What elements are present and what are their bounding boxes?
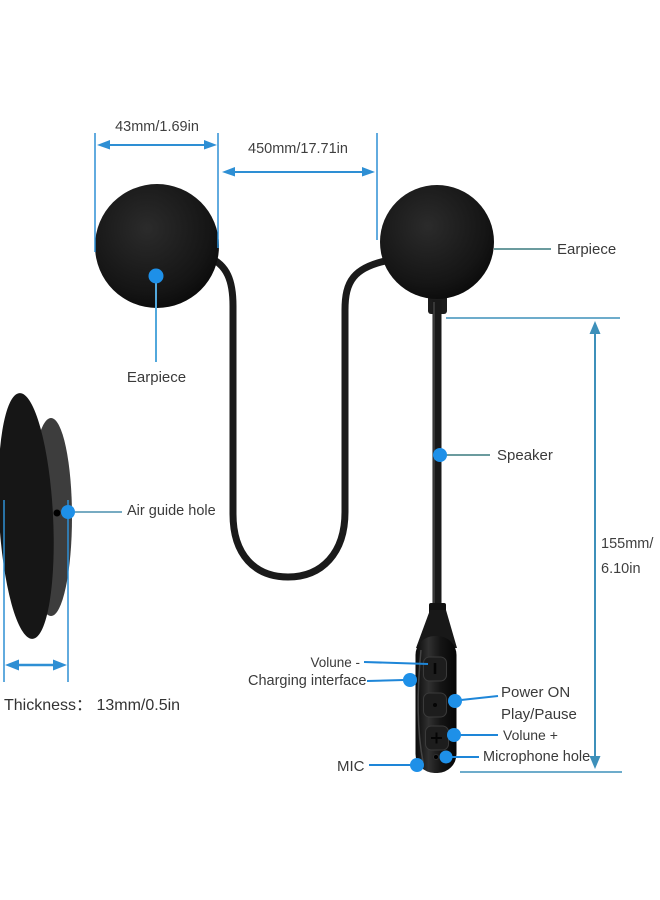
callout-dots	[61, 268, 462, 772]
dim-arrow-450mm	[222, 167, 375, 177]
label-microphone-hole: Microphone hole	[483, 749, 591, 765]
label-speaker: Speaker	[497, 447, 553, 464]
extension-lines	[3, 133, 378, 682]
dim-arrow-155mm	[446, 317, 622, 773]
volume-plus-button-mark	[431, 732, 442, 744]
earpiece-side-back	[0, 393, 54, 639]
label-earpiece-left: Earpiece	[126, 369, 187, 386]
earpiece-side-view	[0, 393, 72, 639]
label-earpiece-right: Earpiece	[557, 241, 617, 258]
label-play-pause: Play/Pause	[501, 706, 577, 723]
dim-label-height-line1: 155mm/	[601, 536, 654, 552]
label-volume-plus: Volune +	[503, 727, 558, 743]
dim-arrow-43mm	[97, 140, 217, 150]
dim-label-cable-length: 450mm/17.71in	[248, 141, 348, 157]
dim-arrow-thickness	[5, 659, 67, 671]
label-charging-interface: Charging interface	[248, 673, 367, 689]
control-pod	[415, 610, 457, 773]
label-air-guide-hole: Air guide hole	[127, 503, 216, 519]
label-volume-minus: Volune -	[310, 655, 360, 670]
dim-label-thickness: Thickness： 13mm/0.5in	[4, 697, 181, 714]
control-pod-edge-highlight	[417, 649, 424, 763]
label-mic: MIC	[337, 758, 365, 775]
microphone-hole-dot	[433, 754, 439, 760]
leader-lines	[72, 248, 551, 766]
play-pause-button-mark	[433, 703, 437, 707]
label-power-on: Power ON	[501, 684, 571, 701]
earpiece-right-circle	[380, 185, 494, 299]
dim-label-earpiece-width: 43mm/1.69in	[115, 119, 199, 135]
air-guide-hole-dot	[53, 509, 61, 517]
dim-label-height-line2: 6.10in	[601, 561, 641, 577]
connecting-wire	[202, 252, 394, 581]
earpiece-left-circle	[95, 184, 219, 308]
